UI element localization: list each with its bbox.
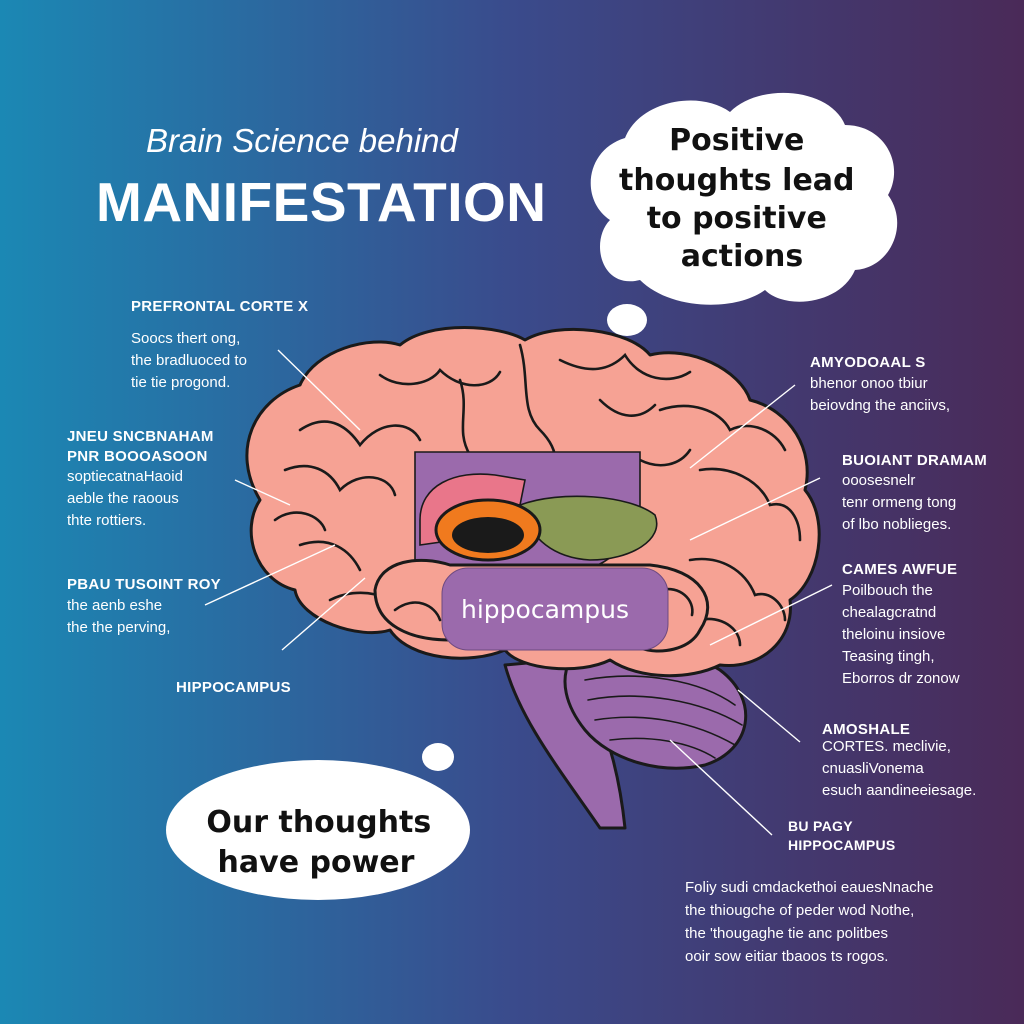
footer-line: Foliy sudi cmdackethoi eauesNnache bbox=[685, 879, 934, 896]
label-line: tie tie progond. bbox=[131, 374, 231, 391]
label-line: the aenb eshe bbox=[67, 597, 163, 614]
label-right-hippocampus: BU PAGY HIPPOCAMPUS bbox=[788, 817, 896, 855]
label-line: soptiecatnaHaoid bbox=[67, 468, 183, 485]
label-line: JNEU SNCBNAHAM bbox=[67, 428, 214, 445]
label-right-low-body: Poilbouch the chealagcratnd theloinu ins… bbox=[842, 580, 960, 690]
our-thoughts-text: Our thoughts have power bbox=[206, 805, 441, 880]
label-line: HIPPOCAMPUS bbox=[788, 837, 896, 853]
label-line: Poilbouch the bbox=[842, 582, 933, 599]
label-line: CORTES. meclivie, bbox=[822, 738, 951, 755]
label-line: esuch aandineeiesage. bbox=[822, 782, 977, 799]
label-right-low-heading: CAMES AWFUE bbox=[842, 561, 958, 578]
label-right-mid-body: ooosesnelr tenr ormeng tong of lbo nobli… bbox=[842, 470, 956, 536]
label-line: ooosesnelr bbox=[842, 472, 916, 489]
label-line: beiovdng the anciivs, bbox=[810, 397, 951, 414]
top-right-thought-bubble bbox=[590, 92, 898, 365]
label-line: Soocs thert ong, bbox=[131, 330, 241, 347]
label-prefrontal-body: Soocs thert ong, the bradluoced to tie t… bbox=[131, 328, 247, 394]
bottom-left-speech-bubble bbox=[166, 743, 470, 900]
label-line: chealagcratnd bbox=[842, 604, 937, 621]
label-left-low-heading: PBAU TUSOINT ROY bbox=[67, 576, 221, 593]
footer-line: the 'thougaghe tie anc politbes bbox=[685, 925, 889, 942]
label-left-mid-body: soptiecatnaHaoid aeble the raoous thte r… bbox=[67, 466, 183, 532]
hippocampus-caption: hippocampus bbox=[461, 595, 629, 624]
label-line: aeble the raoous bbox=[67, 490, 179, 507]
label-line: the the perving, bbox=[67, 619, 171, 636]
footer-paragraph: Foliy sudi cmdackethoi eauesNnache the t… bbox=[685, 876, 933, 968]
label-line: Teasing tingh, bbox=[842, 648, 935, 665]
label-right-mid-heading: BUOIANT DRAMAM bbox=[842, 452, 988, 469]
footer-line: the thiougche of peder wod Nothe, bbox=[685, 902, 915, 919]
amygdala-core bbox=[452, 517, 524, 553]
label-left-mid-heading: JNEU SNCBNAHAM PNR BOOOASOON bbox=[67, 427, 214, 467]
label-line: cnuasliVonema bbox=[822, 760, 924, 777]
title-subheading: Brain Science behind bbox=[146, 122, 458, 159]
hippocampus-pill bbox=[441, 567, 669, 651]
label-line: Eborros dr zonow bbox=[842, 670, 960, 687]
label-right-amos-heading: AMOSHALE bbox=[822, 721, 911, 738]
thalamus-region bbox=[519, 495, 658, 561]
label-line: tenr ormeng tong bbox=[842, 494, 957, 511]
label-right-amos-body: CORTES. meclivie, cnuasliVonema esuch aa… bbox=[822, 736, 976, 802]
label-line: PNR BOOOASOON bbox=[67, 448, 208, 465]
label-line: BU PAGY bbox=[788, 818, 853, 834]
pointer-lines bbox=[204, 349, 833, 836]
label-left-hippocampus: HIPPOCAMPUS bbox=[176, 679, 291, 696]
positive-thoughts-text: Positive thoughts lead to positive actio… bbox=[619, 123, 865, 274]
label-right-top-body: bhenor onoo tbiur beiovdng the anciivs, bbox=[810, 373, 950, 417]
label-line: theloinu insiove bbox=[842, 626, 946, 643]
page-title: MANIFESTATION bbox=[96, 171, 547, 233]
label-left-low-body: the aenb eshe the the perving, bbox=[67, 595, 170, 639]
label-line: thte rottiers. bbox=[67, 512, 147, 529]
footer-line: ooir sow eitiar tbaoos ts rogos. bbox=[685, 948, 889, 965]
label-line: of lbo noblieges. bbox=[842, 516, 952, 533]
label-line: the bradluoced to bbox=[131, 352, 247, 369]
cerebellum bbox=[563, 646, 748, 770]
label-line: bhenor onoo tbiur bbox=[810, 375, 928, 392]
label-right-top-heading: AMYODOAAL S bbox=[810, 354, 926, 371]
label-prefrontal-heading: PREFRONTAL CORTE X bbox=[131, 298, 309, 315]
